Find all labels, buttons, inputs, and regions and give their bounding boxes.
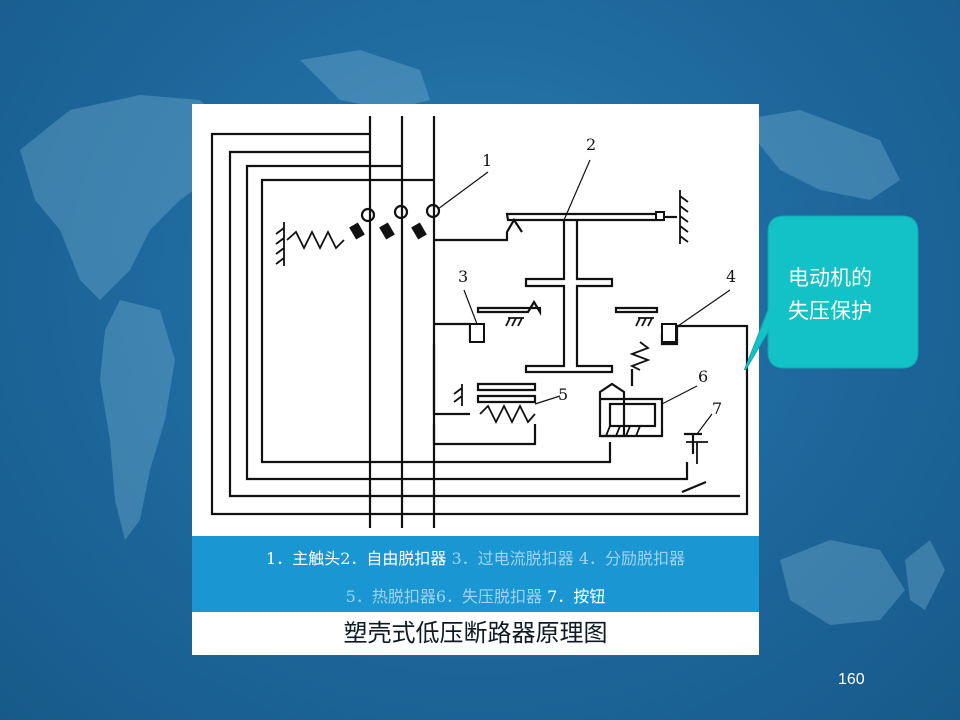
- ground-hatch-icon: [505, 317, 524, 327]
- contact-block-2: [379, 222, 395, 240]
- legend-line-1: 1．主触头2．自由脱扣器 3．过电流脱扣器 4．分励脱扣器: [192, 545, 759, 569]
- outer-loop: [210, 132, 749, 516]
- heater-icon: [479, 403, 536, 425]
- legend-item-1-2: 1．主触头2．自由脱扣器: [266, 549, 447, 568]
- coil-housing: [598, 382, 626, 438]
- contact-block-1: [349, 222, 365, 240]
- ground-hatch-icon: [275, 222, 285, 266]
- ground-hatch-icon: [453, 384, 463, 406]
- callout-line-2: 失压保护: [788, 299, 872, 323]
- callout-bubble: [743, 215, 919, 370]
- callout-line-1: 电动机的: [788, 266, 872, 290]
- coil-icon: [661, 323, 677, 343]
- spring-icon: [286, 229, 345, 251]
- legend-line-2: 5．热脱扣器6．失压脱扣器 7．按钮: [192, 583, 759, 607]
- part-label-6: 6: [698, 367, 708, 386]
- part-label-1: 1: [482, 151, 492, 170]
- legend-band: 1．主触头2．自由脱扣器 3．过电流脱扣器 4．分励脱扣器 5．热脱扣器6．失压…: [192, 536, 759, 612]
- contact-block-3: [411, 222, 427, 240]
- part-label-2: 2: [586, 135, 596, 154]
- legend-item-3-4: 3．过电流脱扣器 4．分励脱扣器: [446, 549, 685, 568]
- breaker-schematic: 1 2 3 4 5 6 7: [210, 116, 749, 528]
- part-label-7: 7: [712, 399, 722, 418]
- part-label-5: 5: [558, 385, 568, 404]
- figure-panel: 1 2 3 4 5 6 7 1．主触头2．自由脱扣器 3．过电流脱扣器 4．分励…: [192, 104, 759, 655]
- figure-caption: 塑壳式低压断路器原理图: [343, 619, 608, 647]
- legend-item-7: 7．按钮: [542, 587, 606, 606]
- page-number: 160: [838, 671, 865, 688]
- pushbutton-icon: [686, 441, 708, 464]
- coil-icon: [469, 323, 485, 343]
- part-label-3: 3: [458, 267, 468, 286]
- ground-hatch-icon: [604, 425, 656, 437]
- callout-text: 电动机的 失压保护: [770, 262, 890, 328]
- part-label-4: 4: [726, 267, 736, 286]
- ground-hatch-icon: [679, 190, 689, 244]
- legend-item-5-6: 5．热脱扣器6．失压脱扣器: [345, 587, 543, 606]
- spring-icon: [629, 341, 651, 371]
- ground-hatch-icon: [635, 317, 654, 327]
